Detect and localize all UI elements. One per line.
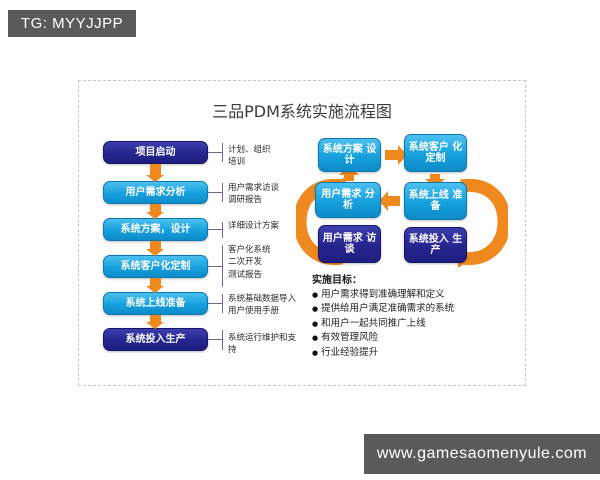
cycle-node-requirements-analysis[interactable]: 用户需求 分析	[315, 182, 381, 218]
deliverable-note: 用户需求访谈 调研报告	[228, 183, 280, 206]
cycle-arrow-right-down	[425, 174, 445, 188]
cycle-node-label: 系统客户 化定制	[408, 141, 463, 164]
cycle-node-golive-prep[interactable]: 系统上线 准备	[404, 182, 467, 220]
bullet-icon: ●	[312, 334, 319, 343]
goal-text: 用户需求得到准确理解和定义	[321, 289, 445, 300]
flow-connector-arrow	[146, 164, 164, 182]
implementation-goals: 实施目标： ●用户需求得到准确理解和定义 ●提供给用户满足准确需求的系统 ●和用…	[312, 271, 527, 360]
goal-item: ●用户需求得到准确理解和定义	[312, 288, 527, 302]
flow-connector-arrow	[146, 241, 164, 256]
cycle-node-label: 用户需求 访谈	[322, 232, 377, 255]
cycle-node-system-design[interactable]: 系统方案 设计	[318, 138, 381, 172]
goal-item: ●有效管理风险	[312, 331, 527, 345]
goal-text: 和用户一起共同推广上线	[321, 317, 426, 329]
flow-step-golive-prep[interactable]: 系统上线准备	[103, 292, 208, 315]
cycle-node-label: 系统上线 准备	[408, 189, 463, 212]
goal-text: 行业经验提升	[321, 346, 379, 358]
cycle-arrow-left-up	[339, 166, 359, 181]
flow-step-label: 系统客户化定制	[120, 260, 191, 272]
cycle-arrow-top	[385, 145, 407, 165]
cycle-node-customization[interactable]: 系统客户 化定制	[404, 134, 467, 172]
deliverable-note: 计划、组织 培训	[228, 145, 271, 168]
goal-text: 提供给用户满足准确需求的系统	[321, 303, 455, 315]
goal-item: ●和用户一起共同推广上线	[312, 317, 527, 331]
flow-step-label: 系统投入生产	[125, 333, 186, 345]
flow-step-customization[interactable]: 系统客户化定制	[103, 255, 208, 278]
flow-step-project-start[interactable]: 项目启动	[103, 141, 208, 164]
flow-step-label: 项目启动	[135, 146, 176, 158]
telegram-watermark-badge: TG: MYYJJPP	[8, 10, 136, 37]
bullet-icon: ●	[312, 348, 319, 357]
goal-item: ●行业经验提升	[312, 346, 527, 360]
flow-step-requirements-analysis[interactable]: 用户需求分析	[103, 181, 208, 204]
site-watermark-badge: www.gamesaomenyule.com	[364, 434, 600, 474]
flow-step-system-design[interactable]: 系统方案，设计	[103, 218, 208, 241]
goal-text: 有效管理风险	[321, 332, 379, 344]
deliverable-note: 系统运行维护和支 持	[228, 333, 297, 356]
cycle-arrow-middle	[379, 191, 400, 211]
cycle-node-label: 系统投入 生产	[408, 233, 463, 256]
flow-step-label: 系统上线准备	[125, 297, 186, 309]
deliverable-note: 客户化系统 二次开发 测试报告	[228, 245, 271, 280]
cycle-node-requirements-interview[interactable]: 用户需求 访谈	[318, 225, 381, 263]
bullet-icon: ●	[312, 305, 319, 314]
flow-connector-arrow	[146, 315, 164, 329]
cycle-node-label: 系统方案 设计	[322, 143, 377, 166]
goals-heading: 实施目标：	[312, 275, 362, 286]
flow-connector-arrow	[146, 278, 164, 293]
goals-list: ●用户需求得到准确理解和定义 ●提供给用户满足准确需求的系统 ●和用户一起共同推…	[312, 288, 527, 360]
flow-connector-arrow	[146, 204, 164, 219]
deliverable-note: 系统基础数据导入 用户使用手册	[228, 294, 297, 317]
cycle-node-label: 用户需求 分析	[321, 188, 375, 211]
flow-step-label: 用户需求分析	[125, 186, 186, 198]
cycle-node-production[interactable]: 系统投入 生产	[404, 227, 467, 263]
bullet-icon: ●	[312, 291, 319, 299]
goal-item: ●提供给用户满足准确需求的系统	[312, 302, 527, 316]
deliverable-note: 详细设计方案	[228, 221, 280, 231]
flow-step-label: 系统方案，设计	[120, 223, 191, 235]
flow-step-production[interactable]: 系统投入生产	[103, 328, 208, 351]
bullet-icon: ●	[312, 319, 319, 328]
page-title: 三品PDM系统实施流程图	[212, 102, 392, 121]
